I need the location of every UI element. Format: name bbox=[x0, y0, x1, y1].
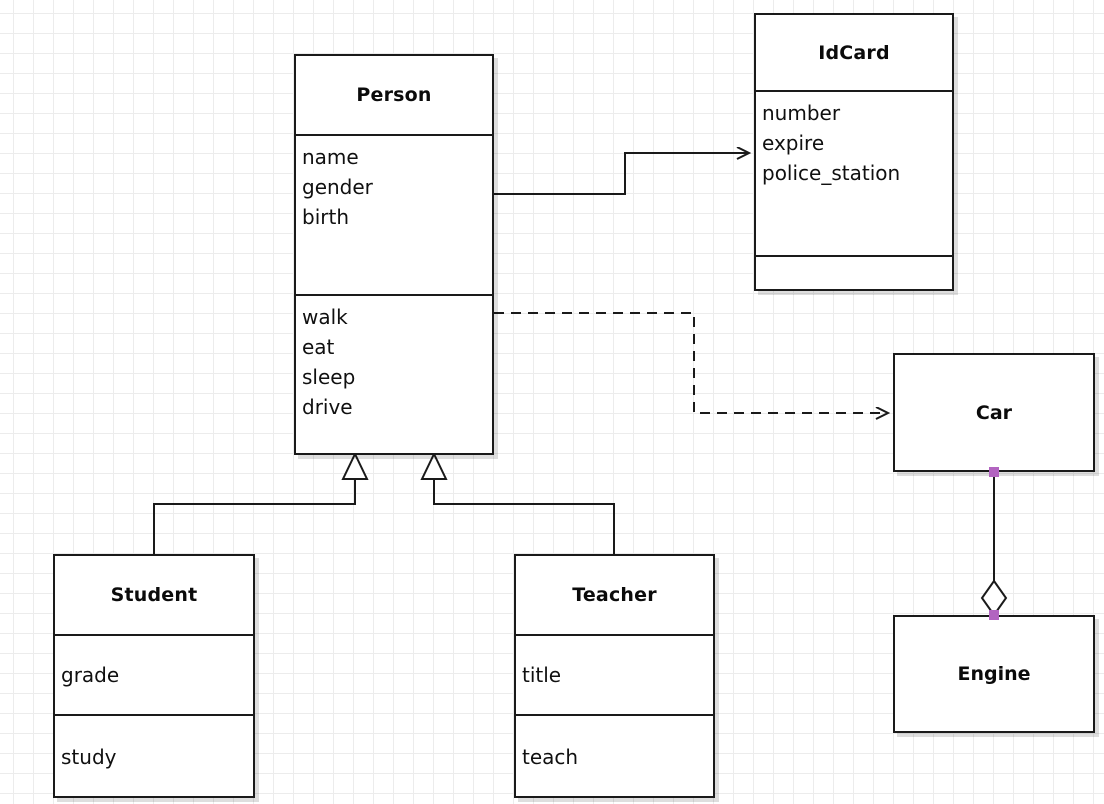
connection-handle-engine[interactable] bbox=[989, 610, 999, 620]
class-attributes-person: name gender birth bbox=[296, 134, 492, 294]
attribute-item: police_station bbox=[762, 161, 901, 185]
edge-student-person[interactable] bbox=[153, 451, 369, 554]
class-methods-idcard bbox=[756, 255, 952, 289]
attribute-item: number bbox=[762, 101, 841, 125]
class-title-engine: Engine bbox=[957, 663, 1031, 685]
attribute-item: title bbox=[522, 663, 562, 687]
method-item: drive bbox=[302, 395, 353, 419]
class-attributes-idcard: number expire police_station bbox=[756, 90, 952, 255]
connection-handle-car[interactable] bbox=[989, 467, 999, 477]
class-box-engine[interactable]: Engine bbox=[893, 615, 1095, 733]
class-title-car: Car bbox=[975, 401, 1013, 424]
edge-teacher-person[interactable] bbox=[420, 451, 615, 554]
class-title-idcard: IdCard bbox=[818, 41, 890, 64]
method-item: walk bbox=[302, 305, 348, 329]
edge-person-car[interactable] bbox=[494, 312, 887, 413]
method-item: study bbox=[61, 745, 117, 769]
hollow-triangle-student bbox=[341, 451, 369, 480]
class-box-person[interactable]: Person name gender birth walk eat sleep … bbox=[294, 54, 494, 455]
class-box-car[interactable]: Car bbox=[893, 353, 1095, 472]
method-item: teach bbox=[522, 745, 579, 769]
class-title-teacher: Teacher bbox=[572, 584, 657, 606]
edge-person-idcard[interactable] bbox=[494, 153, 748, 195]
attribute-item: name bbox=[302, 145, 359, 169]
class-box-idcard[interactable]: IdCard number expire police_station bbox=[754, 13, 954, 291]
class-title-student: Student bbox=[110, 584, 198, 606]
class-attributes-student: grade bbox=[55, 634, 253, 714]
class-methods-person: walk eat sleep drive bbox=[296, 294, 492, 453]
hollow-triangle-teacher bbox=[420, 451, 448, 480]
attribute-item: expire bbox=[762, 131, 825, 155]
method-item: eat bbox=[302, 335, 335, 359]
class-title-person: Person bbox=[356, 84, 432, 106]
attribute-item: gender bbox=[302, 175, 373, 199]
class-methods-student: study bbox=[55, 714, 253, 798]
attribute-item: grade bbox=[61, 663, 120, 687]
class-box-teacher[interactable]: Teacher title teach bbox=[514, 554, 715, 798]
edge-car-engine[interactable] bbox=[980, 472, 1008, 617]
class-box-student[interactable]: Student grade study bbox=[53, 554, 255, 798]
class-methods-teacher: teach bbox=[516, 714, 713, 798]
method-item: sleep bbox=[302, 365, 356, 389]
attribute-item: birth bbox=[302, 205, 349, 229]
class-attributes-teacher: title bbox=[516, 634, 713, 714]
